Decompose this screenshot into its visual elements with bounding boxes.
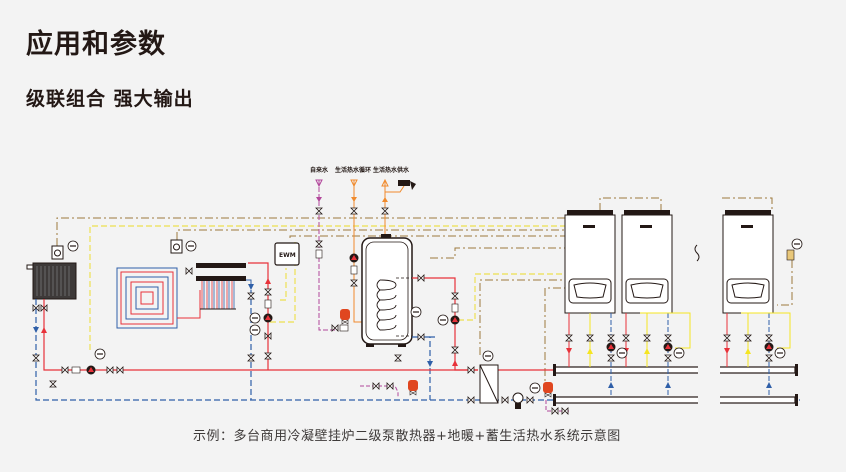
dirt-separator	[512, 392, 524, 409]
label-dhw-supply: 生活热水供水	[373, 166, 410, 174]
svg-text:EWM: EWM	[279, 252, 296, 259]
boiler-1	[564, 209, 616, 314]
room-thermostat-1	[51, 240, 79, 260]
sensor-signal-lines	[89, 225, 565, 350]
room-thermostat-2	[170, 239, 197, 254]
boiler-n	[722, 209, 774, 314]
radiator	[26, 262, 77, 300]
boiler-valve-groups	[565, 334, 786, 388]
page-subtitle: 级联组合 强大输出	[26, 88, 194, 110]
boiler-2	[621, 209, 673, 314]
boiler-expansion-vessel	[542, 381, 554, 398]
dhw-connections: 自来水 生活热水循环 生活热水供水	[310, 166, 416, 331]
heating-expansion-vessel	[407, 379, 419, 396]
dhw-storage-tank	[361, 234, 413, 347]
faucet-icon	[398, 180, 416, 190]
ewm-controller: EWM	[274, 242, 300, 266]
supply-header	[553, 364, 798, 376]
control-signal-lines	[56, 197, 793, 392]
label-cold-water: 自来水	[310, 166, 329, 174]
dhw-expansion-vessel	[339, 308, 351, 325]
underfloor-heating-coil	[116, 267, 201, 329]
plate-heat-exchanger	[479, 350, 499, 404]
page-title: 应用和参数	[26, 29, 166, 60]
diagram-caption: 示例：多台商用冷凝壁挂炉二级泵散热器+地暖+蓄生活热水系统示意图	[193, 429, 621, 444]
continuation-mark	[694, 244, 700, 262]
ufh-manifold	[185, 263, 254, 310]
label-dhw-circulation: 生活热水循环	[335, 166, 371, 174]
outdoor-sensor	[786, 238, 803, 261]
return-header	[553, 394, 798, 406]
